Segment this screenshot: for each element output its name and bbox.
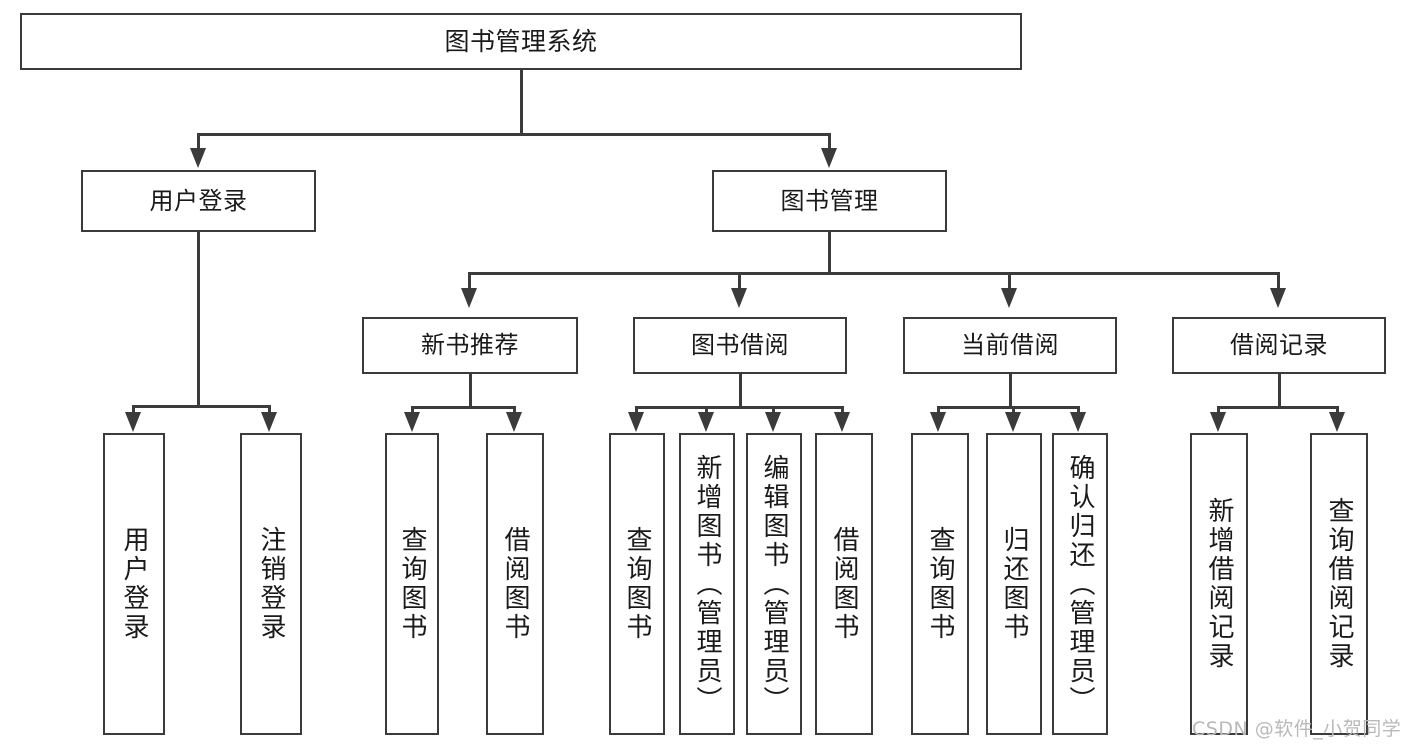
node-borrow-records[interactable]: 借阅记录 (1172, 317, 1386, 374)
leaf-add-borrow-record[interactable]: 新增借阅记录 (1190, 433, 1248, 735)
leaf-query-book-borrow[interactable]: 查询图书 (609, 433, 665, 735)
connector-root-bus (197, 133, 830, 136)
connector-bb-branch-2 (705, 406, 708, 415)
node-label: 借阅图书 (829, 526, 859, 642)
node-label: 新书推荐 (421, 331, 519, 360)
connector-borrow-records-bus (1217, 406, 1339, 409)
node-label: 编辑图书（管理员） (759, 453, 789, 715)
node-label: 查询借阅记录 (1324, 497, 1354, 671)
connector-root-to-book-management (828, 133, 831, 153)
node-label: 归还图书 (999, 526, 1029, 642)
arrow-root-to-book-management (821, 148, 837, 168)
arrow-to-new-book-recommend (461, 288, 477, 308)
arrow-to-book-borrow (731, 288, 747, 308)
leaf-borrow-book-borrow[interactable]: 借阅图书 (815, 433, 873, 735)
node-new-book-recommend[interactable]: 新书推荐 (362, 317, 578, 374)
connector-root-to-user-login (197, 133, 200, 153)
arrow-to-leaf-edit-book (765, 412, 781, 432)
node-label: 当前借阅 (961, 331, 1059, 360)
node-book-management-system[interactable]: 图书管理系统 (20, 13, 1022, 70)
csdn-watermark: CSDN @软件_小贺同学 (1192, 718, 1402, 740)
leaf-query-borrow-record[interactable]: 查询借阅记录 (1310, 433, 1368, 735)
leaf-return-book[interactable]: 归还图书 (986, 433, 1042, 735)
node-label: 图书管理 (780, 186, 879, 215)
connector-root-stem (520, 70, 523, 134)
connector-user-login-branch-1 (132, 405, 135, 415)
node-book-management[interactable]: 图书管理 (712, 170, 947, 232)
connector-cb-branch-2 (1012, 406, 1015, 415)
leaf-add-book-admin[interactable]: 新增图书（管理员） (679, 433, 735, 735)
arrow-to-current-borrow (1001, 288, 1017, 308)
connector-bb-branch-4 (841, 406, 844, 415)
node-label: 借阅图书 (500, 526, 530, 642)
connector-new-books-bus (411, 406, 516, 409)
connector-bm-branch-borrow (738, 272, 741, 292)
node-current-borrow[interactable]: 当前借阅 (903, 317, 1117, 374)
node-label: 查询图书 (925, 526, 955, 642)
node-label: 图书管理系统 (444, 26, 598, 56)
connector-bb-branch-3 (772, 406, 775, 415)
connector-bm-branch-new-books (468, 272, 471, 292)
arrow-to-leaf-add-book (698, 412, 714, 432)
connector-br-branch-1 (1217, 406, 1220, 415)
connector-user-login-bus (132, 405, 270, 408)
node-user-login[interactable]: 用户登录 (81, 170, 316, 232)
connector-new-books-branch-1 (411, 406, 414, 415)
node-label: 用户登录 (149, 186, 248, 215)
arrow-root-to-user-login (190, 148, 206, 168)
arrow-to-leaf-borrow-book-bb (834, 412, 850, 432)
connector-borrow-records-stem (1278, 374, 1281, 408)
arrow-to-leaf-confirm-return (1070, 412, 1086, 432)
arrow-to-leaf-return-book (1005, 412, 1021, 432)
connector-book-management-bus (468, 272, 1280, 275)
node-label: 注销登录 (256, 526, 286, 642)
node-label: 新增借阅记录 (1204, 497, 1234, 671)
arrow-to-leaf-borrow-book-nb (506, 412, 522, 432)
connector-current-borrow-bus (937, 406, 1079, 409)
node-label: 用户登录 (119, 526, 149, 642)
connector-book-borrow-stem (739, 374, 742, 408)
leaf-logout-login[interactable]: 注销登录 (240, 433, 302, 735)
connector-new-books-branch-2 (513, 406, 516, 415)
node-label: 确认归还（管理员） (1065, 453, 1095, 715)
arrow-to-borrow-records (1270, 288, 1286, 308)
leaf-confirm-return-admin[interactable]: 确认归还（管理员） (1052, 433, 1108, 735)
node-label: 借阅记录 (1230, 331, 1328, 360)
connector-user-login-branch-2 (268, 405, 271, 415)
node-label: 查询图书 (397, 526, 427, 642)
arrow-to-leaf-user-login (125, 412, 141, 432)
connector-cb-branch-1 (937, 406, 940, 415)
connector-bb-branch-1 (635, 406, 638, 415)
connector-br-branch-2 (1336, 406, 1339, 415)
node-label: 查询图书 (622, 526, 652, 642)
leaf-query-book-new-books[interactable]: 查询图书 (385, 433, 439, 735)
arrow-to-leaf-logout-login (261, 412, 277, 432)
connector-bm-branch-current (1008, 272, 1011, 292)
arrow-to-leaf-query-book-cb (930, 412, 946, 432)
arrow-to-leaf-query-book-bb (628, 412, 644, 432)
arrow-to-leaf-query-book-nb (404, 412, 420, 432)
node-label: 图书借阅 (691, 331, 789, 360)
node-book-borrow[interactable]: 图书借阅 (633, 317, 847, 374)
leaf-edit-book-admin[interactable]: 编辑图书（管理员） (746, 433, 802, 735)
connector-book-borrow-bus (635, 406, 844, 409)
node-label: 新增图书（管理员） (692, 453, 722, 715)
connector-current-borrow-stem (1009, 374, 1012, 408)
connector-user-login-stem (197, 232, 200, 407)
connector-new-books-stem (469, 374, 472, 408)
leaf-query-book-current[interactable]: 查询图书 (911, 433, 969, 735)
connector-book-management-stem (828, 232, 831, 274)
arrow-to-leaf-add-borrow-record (1210, 412, 1226, 432)
leaf-borrow-book-new-books[interactable]: 借阅图书 (486, 433, 544, 735)
arrow-to-leaf-query-borrow-record (1329, 412, 1345, 432)
leaf-user-login[interactable]: 用户登录 (103, 433, 165, 735)
connector-cb-branch-3 (1077, 406, 1080, 415)
connector-bm-branch-records (1277, 272, 1280, 292)
